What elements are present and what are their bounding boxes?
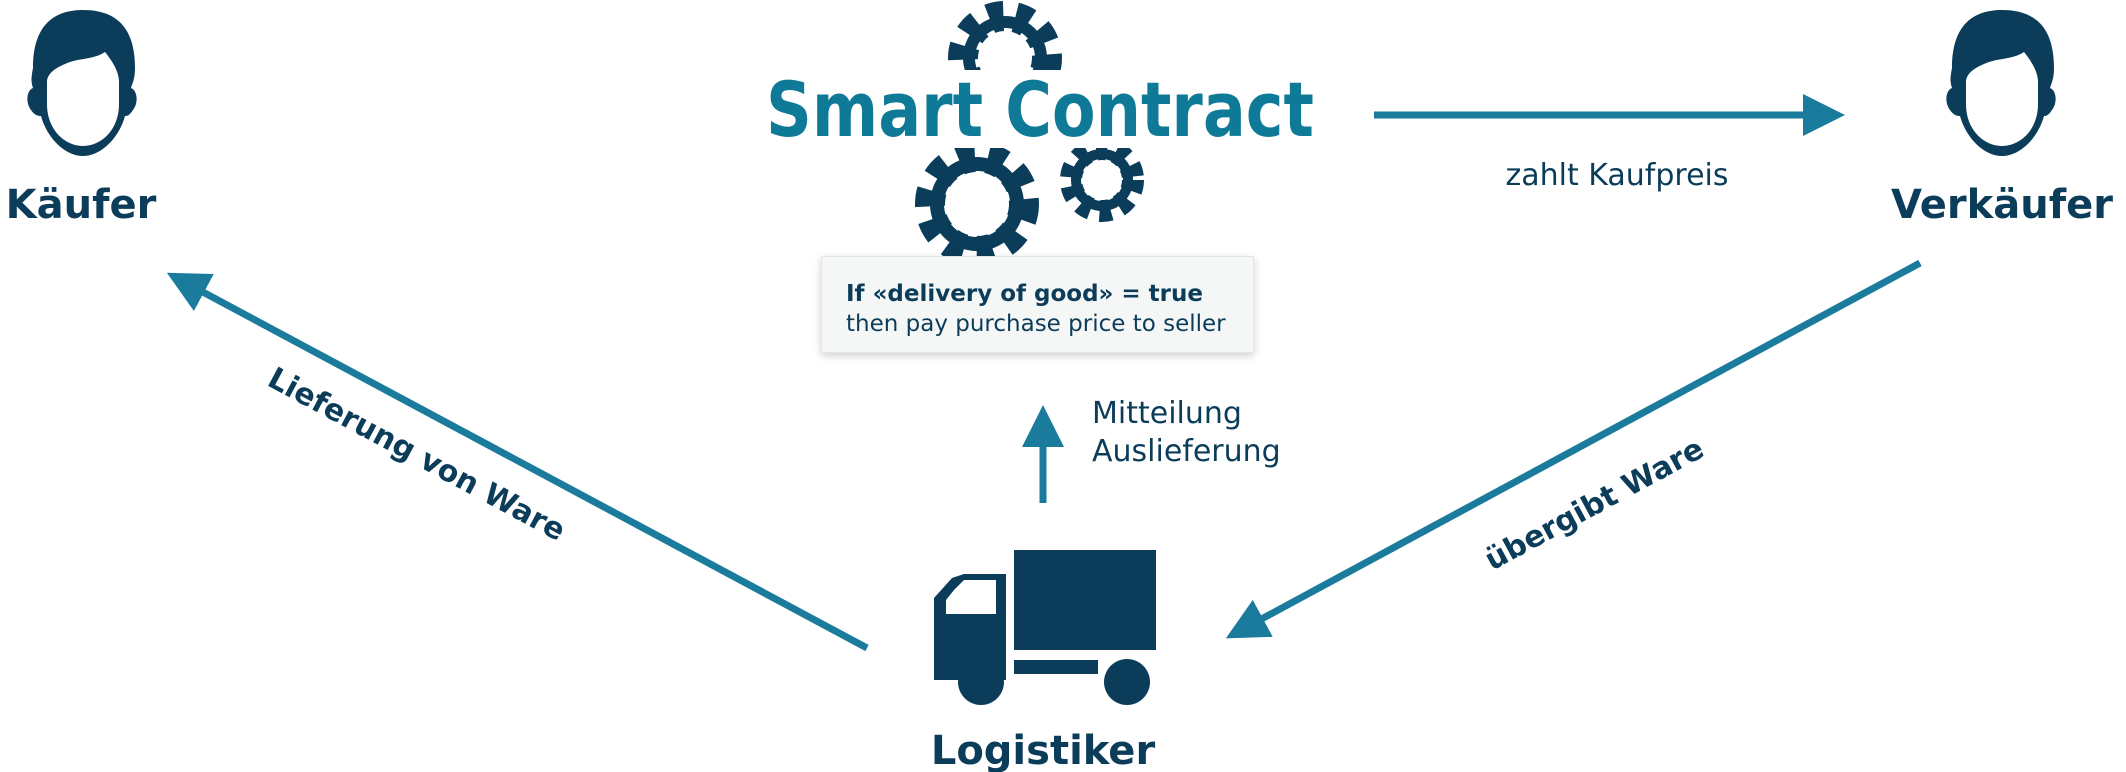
condition-then-line: then pay purchase price to seller [846, 311, 1226, 337]
label-logistics-to-contract-line2: Auslieferung [1092, 434, 1281, 469]
gear-small-icon [1060, 138, 1144, 222]
smart-contract-condition-box: If «delivery of good» = true then pay pu… [821, 256, 1254, 353]
arrow-seller-to-logistics [1225, 259, 1922, 639]
seller-person-icon [1946, 10, 2056, 156]
gear-large-icon [915, 142, 1039, 266]
label-logistics-to-buyer: Lieferung von Ware [262, 361, 571, 549]
label-seller-to-logistics: übergibt Ware [1479, 431, 1710, 578]
truck-icon [934, 550, 1156, 705]
seller-label: Verkäufer [1891, 182, 2113, 228]
buyer-person-icon [27, 10, 137, 156]
condition-if-line: If «delivery of good» = true [846, 281, 1203, 307]
label-contract-to-seller: zahlt Kaufpreis [1505, 158, 1728, 193]
arrow-logistics-to-buyer [166, 272, 869, 652]
label-logistics-to-contract-line1: Mitteilung [1092, 396, 1242, 431]
buyer-label: Käufer [6, 182, 157, 228]
logistics-label: Logistiker [931, 728, 1156, 772]
diagram-title: Smart Contract [766, 65, 1314, 154]
title-backing [760, 70, 1320, 148]
